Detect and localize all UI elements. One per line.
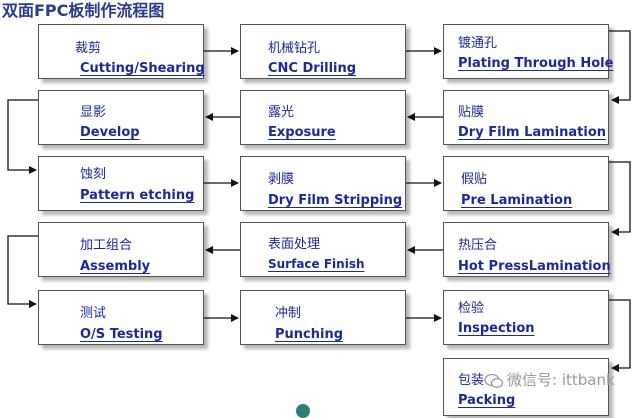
step-label-zh: 贴膜 xyxy=(458,105,485,120)
step-label-en: Dry Film Lamination xyxy=(458,125,607,140)
step-label-en: Inspection xyxy=(458,321,535,336)
step-label-en: Pattern etching xyxy=(80,188,195,203)
step-label-en: Exposure xyxy=(268,125,336,140)
step-label-en: Assembly xyxy=(80,259,151,274)
step-label-zh: 加工组合 xyxy=(80,238,133,253)
step-label-zh: 显影 xyxy=(80,105,107,120)
connector-arrow xyxy=(609,30,631,104)
step-box-plating-through-hole: 镀通孔 Plating Through Hole xyxy=(443,24,613,79)
step-label-zh: 假贴 xyxy=(461,172,488,187)
step-label-en: Packing xyxy=(458,393,516,408)
step-label-en: CNC Drilling xyxy=(268,61,357,76)
watermark-text: 微信号: ittbank xyxy=(507,371,615,389)
step-box-punching: 冲制 Punching xyxy=(240,290,406,345)
step-label-en: Surface Finish xyxy=(268,257,365,271)
step-label-zh: 测试 xyxy=(80,306,107,321)
step-box-packing: 包装 Packing xyxy=(443,358,609,416)
step-box-surface-finish: 表面处理 Surface Finish xyxy=(240,222,406,277)
step-label-zh: 表面处理 xyxy=(268,237,321,252)
connector-arrow xyxy=(7,99,38,174)
connector-arrow xyxy=(609,299,631,372)
step-box-inspection: 检验 Inspection xyxy=(443,290,609,345)
step-label-en: O/S Testing xyxy=(80,327,163,342)
step-box-develop: 显影 Develop xyxy=(38,90,204,145)
step-label-en: Pre Lamination xyxy=(461,193,573,208)
step-label-en: Plating Through Hole xyxy=(458,56,614,71)
step-box-hot-press-lamination: 热压合 Hot PressLamination xyxy=(443,222,611,277)
step-label-zh: 包装 xyxy=(458,373,485,388)
step-label-zh: 检验 xyxy=(458,301,485,316)
step-box-cnc-drilling: 机械钻孔 CNC Drilling xyxy=(240,24,406,79)
step-box-cutting: 裁剪 Cutting/Shearing xyxy=(38,24,205,79)
connector-arrow xyxy=(7,235,38,308)
step-label-en: Cutting/Shearing xyxy=(80,61,205,76)
wechat-icon xyxy=(484,373,504,388)
step-box-pre-lamination: 假贴 Pre Lamination xyxy=(443,156,609,211)
step-label-zh: 蚀刻 xyxy=(80,167,107,182)
step-box-exposure: 露光 Exposure xyxy=(240,90,406,145)
step-label-en: Develop xyxy=(80,125,140,140)
step-label-zh: 露光 xyxy=(268,105,295,120)
step-label-en: Punching xyxy=(275,327,344,342)
step-box-assembly: 加工组合 Assembly xyxy=(38,222,204,277)
step-box-dry-film-lamination: 贴膜 Dry Film Lamination xyxy=(443,90,609,145)
step-box-pattern-etching: 蚀刻 Pattern etching xyxy=(38,156,204,211)
step-label-zh: 热压合 xyxy=(458,238,498,253)
step-label-zh: 剥膜 xyxy=(268,172,295,187)
step-label-zh: 冲制 xyxy=(275,306,302,321)
step-label-zh: 镀通孔 xyxy=(458,36,498,51)
step-box-os-testing: 测试 O/S Testing xyxy=(38,290,204,345)
step-box-dry-film-stripping: 剥膜 Dry Film Stripping xyxy=(240,156,406,211)
decorative-dot xyxy=(296,404,310,418)
step-label-zh: 机械钻孔 xyxy=(268,41,321,56)
step-label-en: Dry Film Stripping xyxy=(268,193,403,208)
diagram-title: 双面FPC板制作流程图 xyxy=(2,1,165,20)
step-label-zh: 裁剪 xyxy=(75,41,102,56)
connector-arrow xyxy=(609,161,631,236)
step-label-en: Hot PressLamination xyxy=(458,259,611,274)
